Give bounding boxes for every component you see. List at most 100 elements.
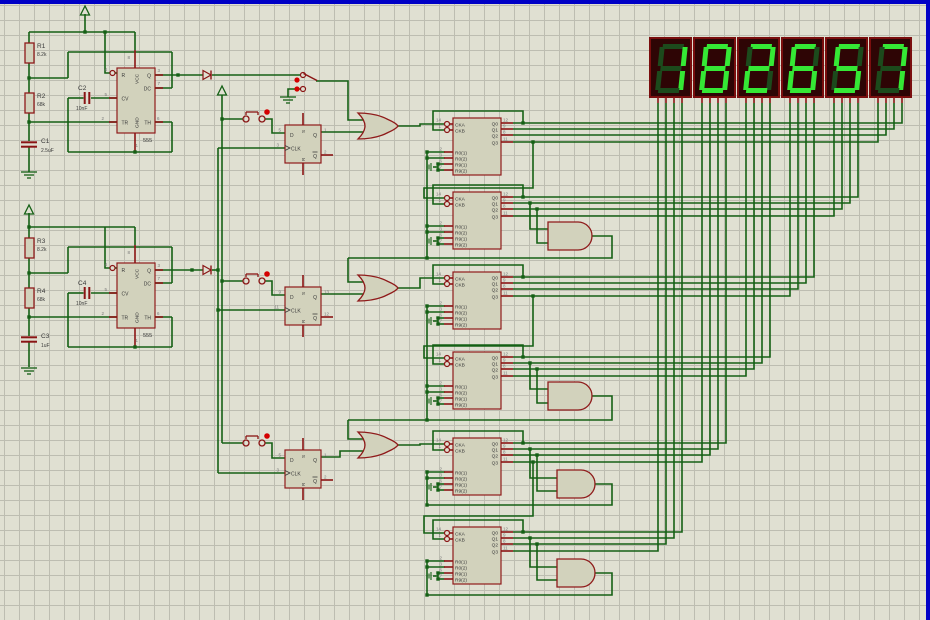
ckb-feedback-wire[interactable]	[432, 344, 524, 365]
bus-wire[interactable]	[513, 103, 835, 217]
ckb-feedback-wire[interactable]	[432, 264, 524, 285]
pin-number: 11	[503, 371, 508, 376]
bus-wire[interactable]	[513, 103, 667, 545]
seven-segment-display[interactable]	[649, 37, 692, 98]
bus-wire[interactable]	[513, 103, 815, 278]
seven-segment-display[interactable]	[869, 37, 912, 98]
seven-segment-display[interactable]	[737, 37, 780, 98]
wire[interactable]	[536, 544, 557, 581]
bus-wire[interactable]	[513, 103, 755, 370]
wire[interactable]	[398, 277, 444, 289]
bus-wire[interactable]	[513, 103, 659, 552]
wire[interactable]	[316, 80, 363, 121]
ckb-feedback-wire[interactable]	[432, 110, 524, 131]
push-button[interactable]	[242, 111, 266, 123]
bus-wire[interactable]	[513, 103, 851, 204]
wire[interactable]	[265, 280, 285, 296]
wire[interactable]	[529, 363, 548, 390]
pin-number: 3	[158, 263, 161, 268]
counter-ic-body[interactable]	[452, 437, 502, 496]
segment-d	[789, 88, 812, 93]
ckb-feedback-wire[interactable]	[432, 430, 524, 451]
pin-number: 11	[503, 137, 508, 142]
bus-wire[interactable]	[513, 103, 859, 198]
wire[interactable]	[398, 443, 444, 446]
bus-wire[interactable]	[513, 103, 771, 358]
wire[interactable]	[529, 538, 557, 568]
diode[interactable]	[202, 264, 213, 276]
wire[interactable]	[423, 142, 534, 199]
counter-ic-body[interactable]	[452, 117, 502, 176]
wire[interactable]	[348, 235, 613, 259]
resistor[interactable]	[24, 237, 35, 259]
wire[interactable]	[347, 420, 363, 440]
bus-wire[interactable]	[513, 103, 711, 456]
resistor[interactable]	[24, 287, 35, 309]
counter-ic-body[interactable]	[452, 191, 502, 250]
bus-wire[interactable]	[513, 103, 807, 284]
push-button[interactable]	[242, 273, 266, 285]
resistor[interactable]	[24, 42, 35, 64]
wire[interactable]	[423, 296, 534, 359]
pin-number: 4	[104, 262, 107, 267]
bus-wire[interactable]	[513, 103, 703, 463]
switch-lever[interactable]	[303, 72, 318, 82]
bus-wire[interactable]	[513, 103, 683, 533]
wire[interactable]	[427, 572, 613, 596]
label: R9(2)	[455, 403, 467, 409]
wire[interactable]	[321, 450, 363, 458]
and-gate[interactable]	[556, 469, 596, 499]
resistor[interactable]	[24, 92, 35, 114]
wire[interactable]	[104, 227, 110, 269]
wire[interactable]	[427, 483, 613, 506]
pin-number: 9	[503, 444, 506, 449]
bus-wire[interactable]	[513, 103, 763, 364]
bus-wire[interactable]	[513, 103, 879, 143]
timer-555-body[interactable]	[116, 262, 156, 329]
seven-segment-display[interactable]	[825, 37, 868, 98]
bus-wire[interactable]	[513, 103, 791, 297]
diode[interactable]	[202, 69, 213, 81]
bus-wire[interactable]	[513, 103, 719, 450]
junction-dot	[425, 593, 429, 597]
seven-segment-display[interactable]	[781, 37, 824, 98]
push-button[interactable]	[242, 435, 266, 447]
wire[interactable]	[347, 258, 363, 283]
ckb-feedback-wire[interactable]	[432, 519, 524, 540]
counter-ic-body[interactable]	[452, 526, 502, 585]
seven-segment-display[interactable]	[693, 37, 736, 98]
or-gate[interactable]	[356, 112, 399, 140]
bus-wire[interactable]	[513, 103, 799, 290]
pin-number: 2	[439, 301, 442, 306]
wire[interactable]	[398, 123, 444, 127]
label: CKA	[455, 123, 466, 129]
bus-wire[interactable]	[513, 103, 747, 377]
wire[interactable]	[529, 203, 548, 230]
label: R9(2)	[455, 578, 467, 584]
and-gate[interactable]	[547, 221, 593, 251]
counter-ic-body[interactable]	[452, 351, 502, 410]
timer-555-body[interactable]	[116, 67, 156, 134]
wire[interactable]	[104, 32, 110, 74]
wire[interactable]	[265, 118, 285, 134]
wire[interactable]	[265, 442, 285, 459]
wire[interactable]	[536, 209, 548, 244]
wire[interactable]	[348, 395, 613, 421]
counter-ic-body[interactable]	[452, 271, 502, 330]
bus-wire[interactable]	[513, 103, 843, 210]
bus-wire[interactable]	[513, 103, 675, 539]
bus-wire[interactable]	[513, 103, 903, 124]
bus-wire[interactable]	[513, 103, 727, 444]
and-gate[interactable]	[547, 381, 593, 411]
wire[interactable]	[536, 455, 557, 492]
or-gate[interactable]	[356, 431, 399, 459]
wire[interactable]	[536, 369, 548, 404]
bus-wire[interactable]	[513, 103, 895, 130]
bus-wire[interactable]	[513, 103, 887, 136]
wire[interactable]	[529, 449, 557, 479]
and-gate[interactable]	[556, 558, 596, 588]
wire[interactable]	[423, 462, 534, 534]
ckb-feedback-wire[interactable]	[432, 184, 524, 205]
or-gate[interactable]	[356, 274, 399, 302]
